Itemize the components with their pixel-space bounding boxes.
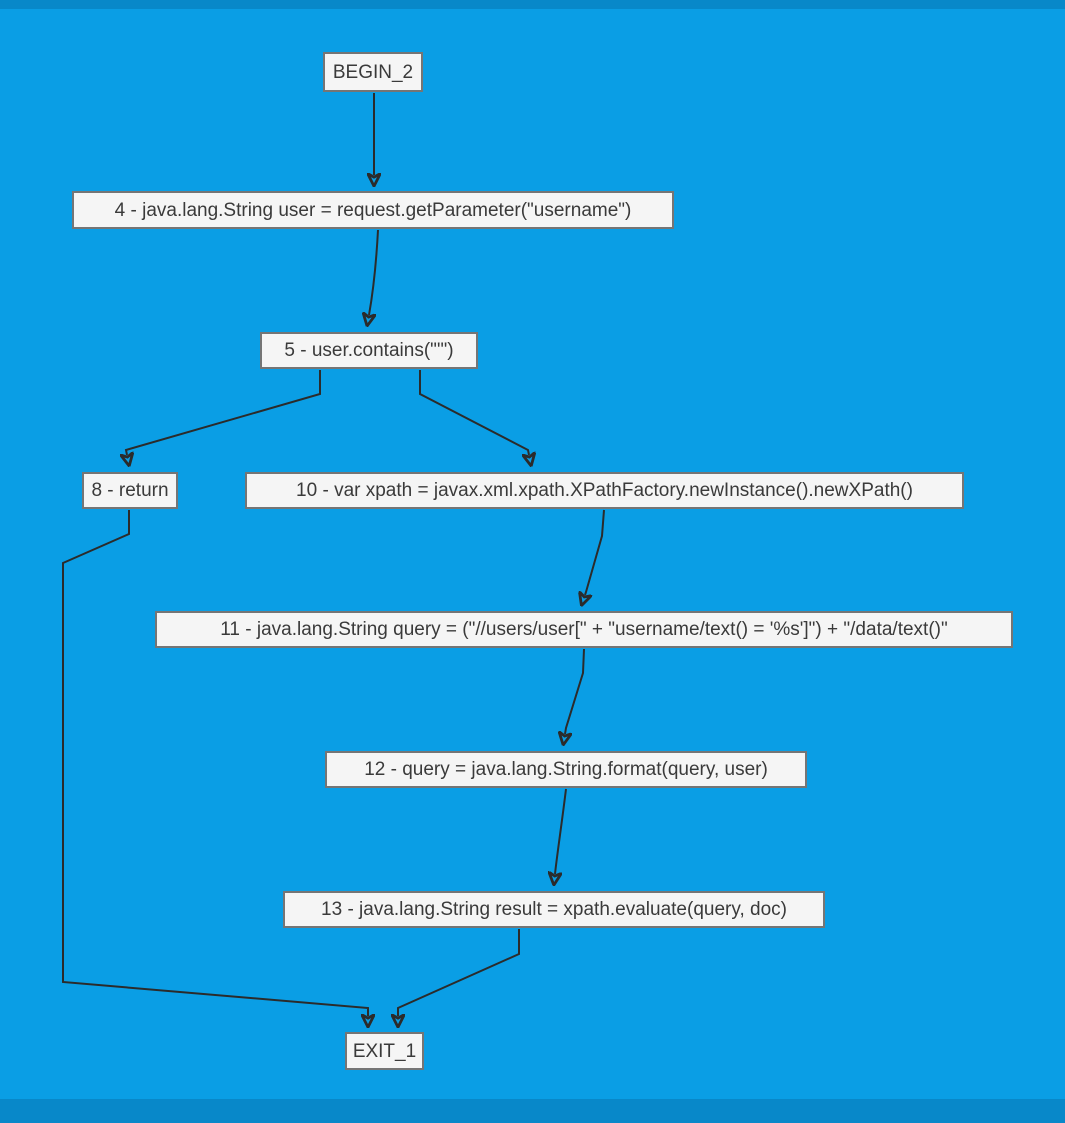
node-5-label: 5 - user.contains("'") xyxy=(284,340,454,361)
edge-13-to-exit1 xyxy=(398,929,520,1016)
node-10-label: 10 - var xpath = javax.xml.xpath.XPathFa… xyxy=(296,480,913,501)
node-13-xpath-evaluate: 13 - java.lang.String result = xpath.eva… xyxy=(283,891,825,928)
node-10-xpath-factory: 10 - var xpath = javax.xml.xpath.XPathFa… xyxy=(245,472,964,509)
bottom-border-band xyxy=(0,1099,1065,1123)
node-exit-1-label: EXIT_1 xyxy=(352,1040,417,1062)
edge-4-to-5 xyxy=(369,229,379,315)
node-begin-2-label: BEGIN_2 xyxy=(332,61,414,83)
node-4-label: 4 - java.lang.String user = request.getP… xyxy=(114,199,632,221)
edge-5-to-8 xyxy=(126,370,321,455)
top-border-band xyxy=(0,0,1065,9)
node-11-label: 11 - java.lang.String query = ("//users/… xyxy=(220,619,948,640)
node-12-string-format: 12 - query = java.lang.String.format(que… xyxy=(325,751,807,788)
edge-12-to-13 xyxy=(555,788,567,874)
node-8-label: 8 - return xyxy=(91,480,169,501)
edge-11-to-12 xyxy=(565,648,585,734)
node-11-query-string: 11 - java.lang.String query = ("//users/… xyxy=(155,611,1013,648)
node-13-label: 13 - java.lang.String result = xpath.eva… xyxy=(321,899,787,920)
node-5-user-contains: 5 - user.contains("'") xyxy=(260,332,478,369)
edge-10-to-11 xyxy=(585,509,605,595)
edge-5-to-10 xyxy=(419,370,529,455)
node-12-label: 12 - query = java.lang.String.format(que… xyxy=(364,759,768,780)
edge-8-to-exit1 xyxy=(62,510,368,1016)
node-begin-2: BEGIN_2 xyxy=(323,52,423,92)
node-8-return: 8 - return xyxy=(82,472,178,509)
node-4-get-parameter: 4 - java.lang.String user = request.getP… xyxy=(72,191,674,229)
node-exit-1: EXIT_1 xyxy=(345,1032,424,1070)
